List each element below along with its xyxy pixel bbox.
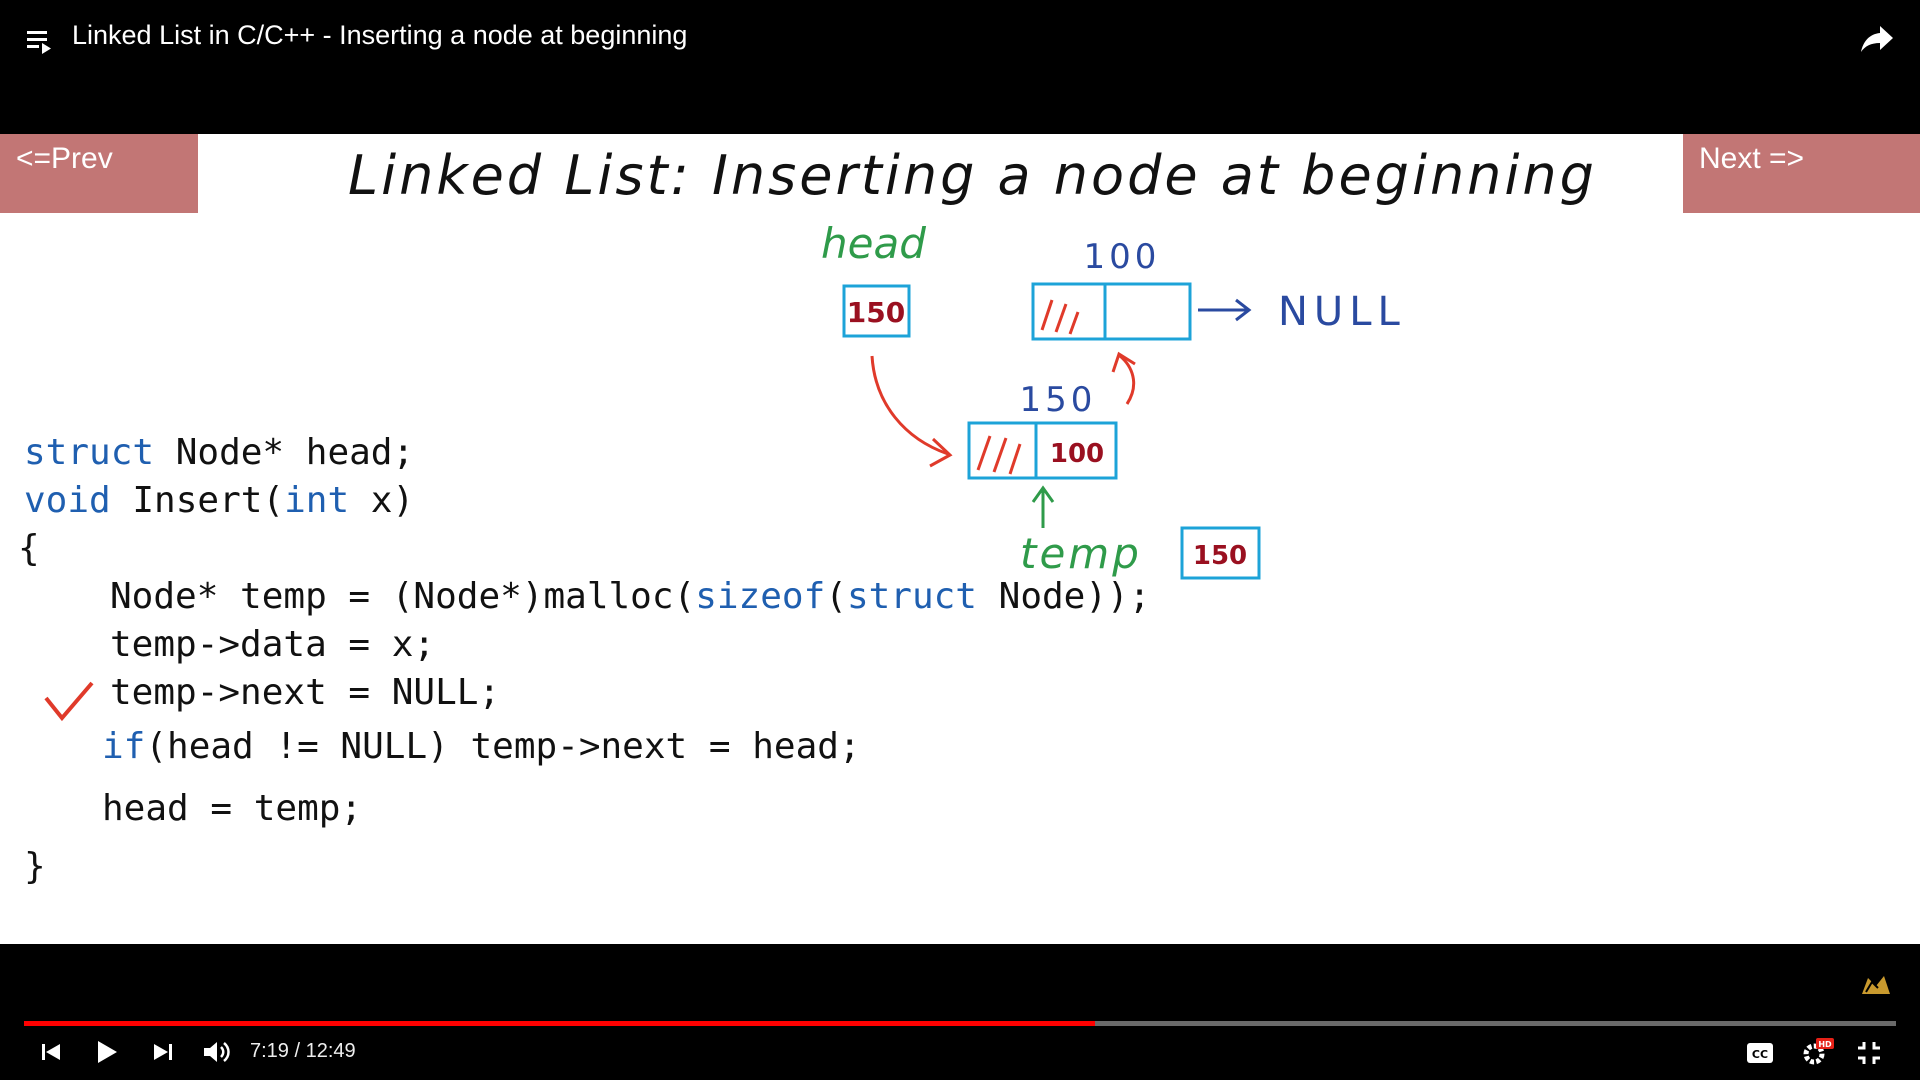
top-bar: Linked List in C/C++ - Inserting a node … — [0, 0, 1920, 134]
null-label: NULL — [1278, 289, 1406, 335]
next-button[interactable]: Next => — [1683, 134, 1920, 213]
head-to-node2-arrow — [870, 355, 953, 468]
head-label: head — [821, 219, 926, 268]
code-text: Insert( — [110, 480, 285, 521]
progress-bar[interactable] — [24, 1021, 1896, 1026]
code-line-7: if(head != NULL) temp->next = head; — [102, 726, 861, 767]
checkmark-annotation — [44, 681, 94, 722]
previous-icon[interactable] — [40, 1041, 62, 1063]
code-keyword: if — [102, 726, 146, 767]
null-arrow — [1198, 298, 1252, 322]
share-icon[interactable] — [1860, 22, 1894, 54]
duration: 12:49 — [305, 1040, 356, 1062]
prev-button[interactable]: <=Prev — [0, 134, 198, 213]
head-box — [842, 284, 911, 338]
code-keyword: struct — [24, 432, 155, 473]
player-controls — [0, 944, 1920, 1080]
code-text: x) — [349, 480, 415, 521]
svg-text:HD: HD — [1818, 1040, 1832, 1049]
code-keyword: struct — [846, 576, 977, 617]
code-line-5: temp->data = x; — [110, 624, 436, 665]
playlist-icon[interactable] — [26, 26, 56, 56]
code-keyword: sizeof — [695, 576, 826, 617]
code-line-6: temp->next = NULL; — [110, 672, 501, 713]
node2-box — [967, 421, 1118, 480]
code-line-3: { — [18, 528, 40, 569]
node1-data-hatch — [1040, 299, 1080, 335]
temp-arrow — [1031, 485, 1055, 528]
play-icon[interactable] — [95, 1039, 119, 1065]
node2-next-value: 100 — [1050, 439, 1104, 469]
time-display: 7:19 / 12:49 — [250, 1040, 356, 1063]
temp-label: temp — [1020, 529, 1142, 578]
svg-text:CC: CC — [1752, 1048, 1768, 1061]
time-separator: / — [288, 1040, 306, 1062]
code-text: Node* head; — [154, 432, 415, 473]
code-keyword: void — [24, 480, 111, 521]
code-text: Node)); — [976, 576, 1151, 617]
video-title[interactable]: Linked List in C/C++ - Inserting a node … — [72, 20, 688, 50]
volume-icon[interactable] — [202, 1039, 232, 1065]
captions-icon[interactable]: CC — [1746, 1042, 1774, 1064]
code-text: Node* temp = (Node*)malloc( — [110, 576, 696, 617]
node1-box — [1031, 282, 1192, 341]
node2-address: 150 — [1020, 380, 1097, 420]
settings-icon[interactable]: HD — [1800, 1038, 1834, 1066]
current-time: 7:19 — [250, 1040, 289, 1062]
code-block: struct Node* head; void Insert(int x) { … — [0, 134, 1200, 944]
code-line-4: Node* temp = (Node*)malloc(sizeof(struct… — [110, 576, 1150, 617]
code-line-9: } — [24, 846, 46, 887]
diagram-canvas: Linked List: Inserting a node at beginni… — [44, 144, 1597, 722]
code-text: (head != NULL) temp->next = head; — [145, 726, 861, 767]
code-line-2: void Insert(int x) — [24, 480, 414, 521]
exit-fullscreen-icon[interactable] — [1856, 1040, 1882, 1066]
whiteboard-slide: Linked List: Inserting a node at beginni… — [0, 134, 1920, 944]
node2-data-hatch — [976, 435, 1022, 475]
node2-to-node1-arrow — [1111, 351, 1136, 405]
temp-value: 150 — [1193, 541, 1247, 571]
code-line-1: struct Node* head; — [24, 432, 414, 473]
next-icon[interactable] — [152, 1041, 174, 1063]
temp-box — [1180, 526, 1261, 580]
head-value: 150 — [847, 296, 905, 329]
code-keyword: int — [284, 480, 350, 521]
node1-address: 100 — [1084, 237, 1161, 277]
progress-played — [24, 1021, 1095, 1026]
code-line-8: head = temp; — [102, 788, 363, 829]
code-text: ( — [825, 576, 847, 617]
slide-heading: Linked List: Inserting a node at beginni… — [348, 144, 1597, 207]
brand-icon[interactable] — [1858, 972, 1894, 1002]
